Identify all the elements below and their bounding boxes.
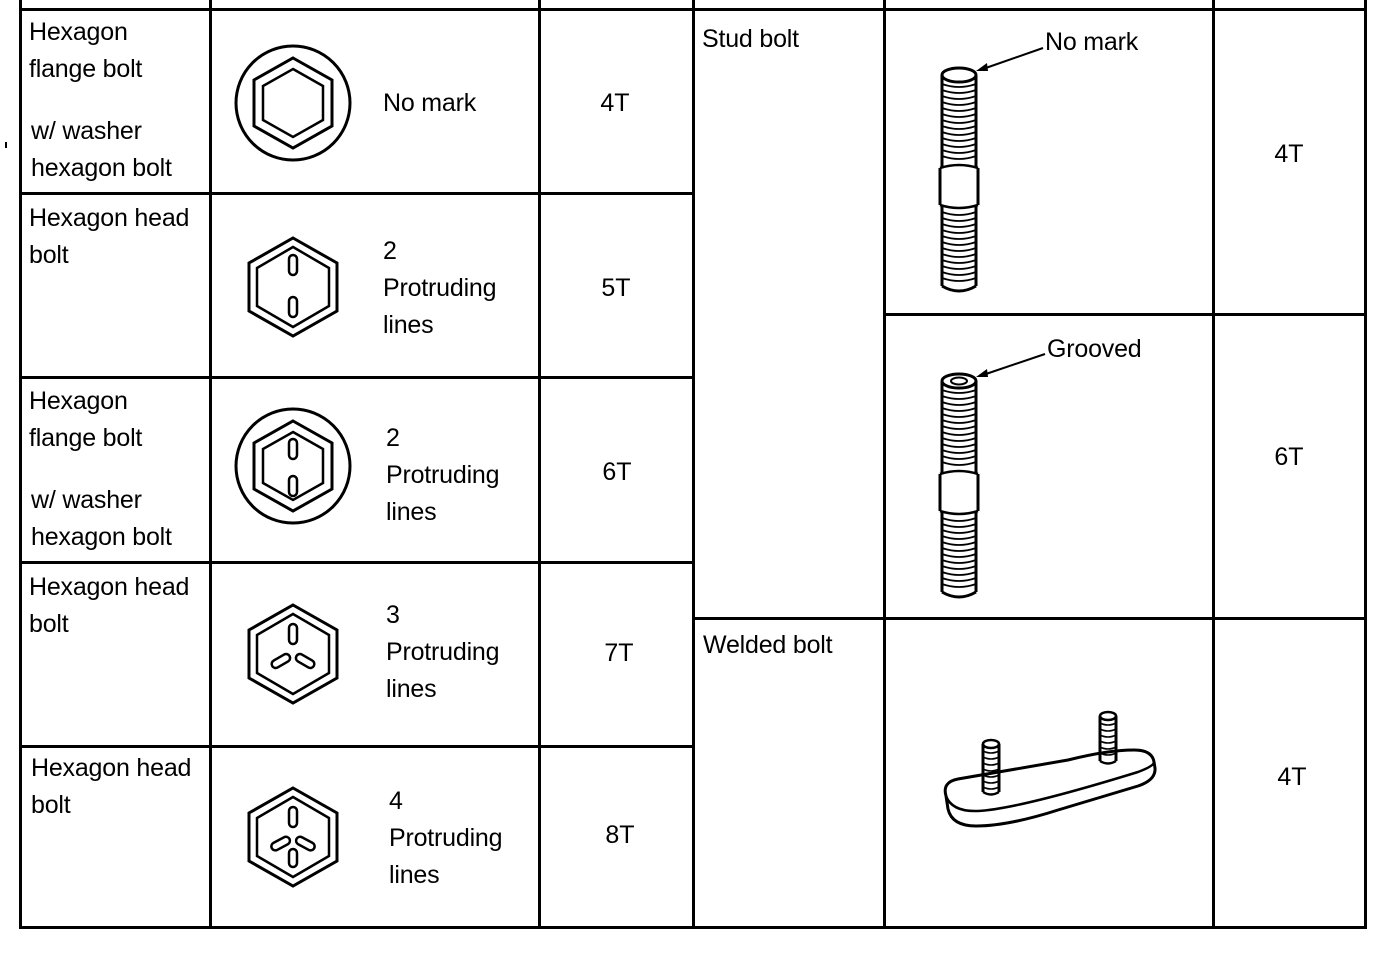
table-divider-mark-right bbox=[1212, 0, 1215, 929]
strength-grade: 7T bbox=[604, 639, 634, 667]
bolt-type-label: Hexagon flange bolt bbox=[29, 18, 143, 83]
welded-bolt-icon bbox=[938, 704, 1163, 834]
hexagon-flange-2-lines-icon bbox=[233, 406, 353, 526]
strength-grade: 6T bbox=[602, 458, 632, 486]
margin-tick bbox=[5, 142, 7, 148]
strength-grade: 8T bbox=[605, 821, 635, 849]
mark-label: No mark bbox=[383, 89, 477, 117]
strength-grade: 4T bbox=[1277, 763, 1307, 791]
left-row-rule bbox=[19, 376, 695, 379]
left-row-rule bbox=[19, 192, 695, 195]
table-divider-mark-left bbox=[538, 0, 541, 929]
right-row-rule bbox=[692, 617, 1367, 620]
table-divider-type-left bbox=[209, 0, 212, 929]
left-row-rule bbox=[19, 745, 695, 748]
table-divider-type-right bbox=[883, 0, 886, 929]
bolt-type-label: Welded bolt bbox=[703, 631, 833, 659]
stud-bolt-no-mark-icon bbox=[930, 40, 1060, 300]
strength-grade: 4T bbox=[600, 89, 630, 117]
table-border-left bbox=[19, 0, 22, 929]
bolt-type-alt-label: w/ washer hexagon bolt bbox=[31, 117, 172, 182]
hexagon-head-4-lines-icon bbox=[246, 786, 340, 888]
table-border-right bbox=[1364, 0, 1367, 929]
table-divider-center bbox=[692, 0, 695, 929]
hexagon-flange-no-mark-icon bbox=[233, 43, 353, 163]
bolt-type-label: Hexagon head bolt bbox=[29, 204, 190, 269]
hexagon-head-3-lines-icon bbox=[246, 603, 340, 705]
mark-label: 4 Protruding lines bbox=[389, 787, 503, 889]
table-top-rule bbox=[19, 8, 1367, 11]
callout-label: Grooved bbox=[1047, 335, 1142, 363]
stud-bolt-grooved-icon bbox=[930, 346, 1060, 606]
strength-grade: 5T bbox=[601, 274, 631, 302]
bolt-type-label: Hexagon head bolt bbox=[31, 754, 192, 819]
mark-label: 2 Protruding lines bbox=[383, 237, 497, 339]
bolt-type-label: Hexagon flange bolt bbox=[29, 387, 143, 452]
callout-label: No mark bbox=[1045, 28, 1139, 56]
left-row-rule bbox=[19, 561, 695, 564]
bolt-type-label: Hexagon head bolt bbox=[29, 573, 190, 638]
table-bottom-rule bbox=[19, 926, 1367, 929]
strength-grade: 4T bbox=[1274, 140, 1304, 168]
mark-label: 2 Protruding lines bbox=[386, 424, 500, 526]
bolt-type-alt-label: w/ washer hexagon bolt bbox=[31, 486, 172, 551]
strength-grade: 6T bbox=[1274, 443, 1304, 471]
hexagon-head-2-lines-icon bbox=[246, 236, 340, 338]
mark-label: 3 Protruding lines bbox=[386, 601, 500, 703]
bolt-type-label: Stud bolt bbox=[702, 25, 799, 53]
right-row-rule bbox=[883, 313, 1367, 316]
